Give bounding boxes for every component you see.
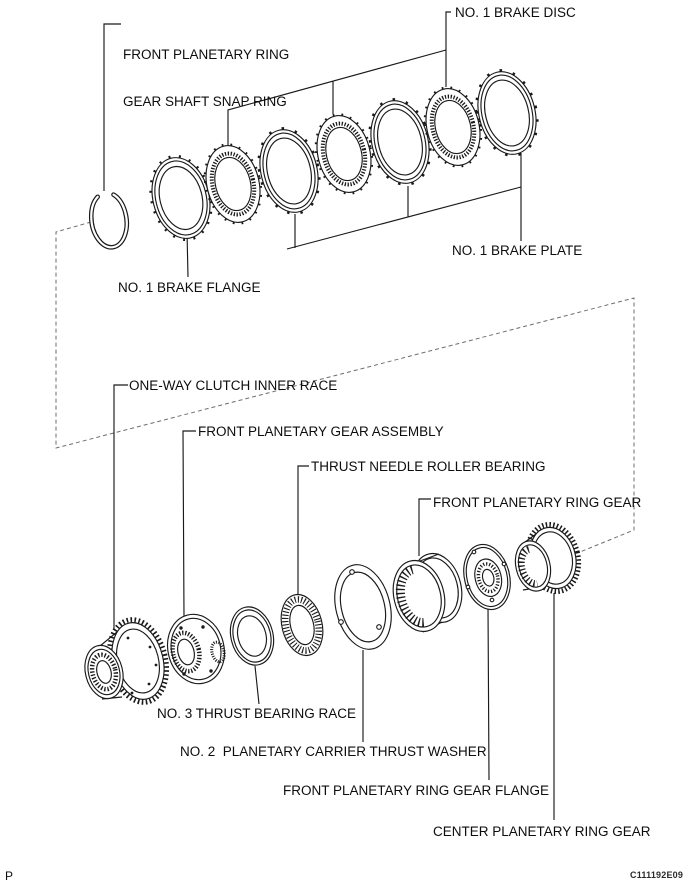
part-center-planetary-ring-gear	[514, 521, 582, 595]
part-no3-thrust-bearing-race	[229, 606, 275, 666]
label-snap-ring-line2: GEAR SHAFT SNAP RING	[123, 93, 287, 109]
part-one-way-clutch-inner-race	[84, 617, 170, 705]
label-front-planetary-gear-assembly: FRONT PLANETARY GEAR ASSEMBLY	[198, 424, 444, 439]
assembly-axis-guide	[55, 221, 635, 553]
part-no1-brake-disc-2	[305, 106, 383, 202]
part-front-planetary-gear-assembly	[166, 613, 226, 685]
label-no1-brake-flange: NO. 1 BRAKE FLANGE	[118, 280, 261, 295]
part-front-planetary-ring-gear	[392, 552, 463, 633]
label-center-planetary-ring-gear: CENTER PLANETARY RING GEAR	[433, 824, 651, 839]
leader-lines	[103, 11, 555, 820]
label-snap-ring: FRONT PLANETARY RING GEAR SHAFT SNAP RIN…	[123, 16, 289, 140]
label-no1-brake-plate: NO. 1 BRAKE PLATE	[452, 243, 583, 258]
label-front-planetary-ring-gear: FRONT PLANETARY RING GEAR	[433, 495, 642, 510]
page-marker: P	[5, 869, 14, 883]
label-no2-planetary-carrier-thrust-washer: NO. 2 PLANETARY CARRIER THRUST WASHER	[180, 744, 487, 759]
label-no3-thrust-bearing-race: NO. 3 THRUST BEARING RACE	[157, 706, 357, 721]
label-no1-brake-disc: NO. 1 BRAKE DISC	[455, 5, 576, 20]
part-front-planetary-ring-gear-flange	[463, 543, 511, 611]
figure-code: C111192E09	[630, 870, 684, 880]
part-snap-ring	[88, 192, 130, 250]
label-snap-ring-line1: FRONT PLANETARY RING	[123, 47, 290, 62]
label-front-planetary-ring-gear-flange: FRONT PLANETARY RING GEAR FLANGE	[283, 783, 550, 798]
part-thrust-needle-roller-bearing	[280, 593, 324, 657]
label-thrust-needle-roller-bearing: THRUST NEEDLE ROLLER BEARING	[311, 459, 546, 474]
label-one-way-clutch-inner-race: ONE-WAY CLUTCH INNER RACE	[129, 378, 338, 393]
part-no2-planetary-carrier-thrust-washer	[334, 564, 392, 650]
